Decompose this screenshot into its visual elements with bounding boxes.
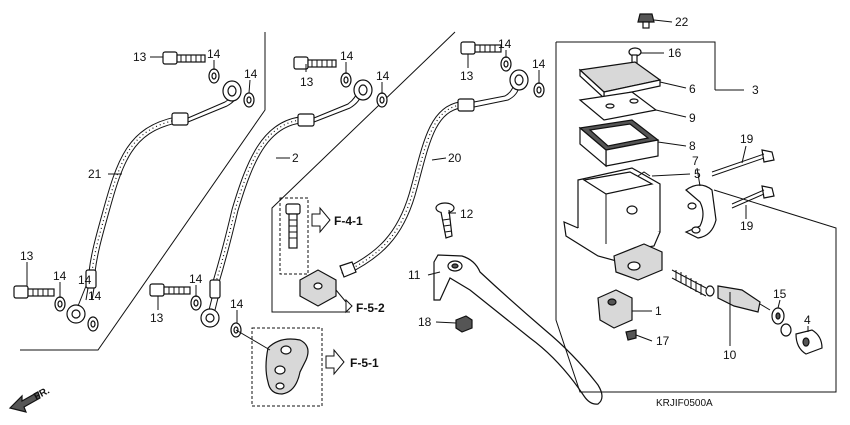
washer-14-j [533,82,545,98]
bolt-13-top-mid [293,56,337,70]
ref-label-f52: F-5-2 [356,301,385,315]
part-label: 14 [230,297,244,311]
nut-18 [455,315,473,333]
part-label: 5 [694,167,701,181]
holder-7 [684,184,717,239]
switch-1 [597,289,633,329]
clip-5 [637,171,651,177]
ref-arrow-f52 [345,298,353,314]
part-label: 10 [723,348,737,362]
washer-14-g [190,295,202,311]
brake-hose-2 [208,89,363,311]
part-label: 4 [804,313,811,327]
part-label: 11 [408,268,421,282]
reference-labels: F-4-1 F-5-2 F-5-1 [334,214,385,370]
washer-14-c [54,296,66,312]
part-label: 13 [150,311,164,325]
part-label: 3 [752,83,759,97]
bolt-13-top-right [460,41,502,55]
bolt-19-a [711,149,775,177]
part-label: 15 [773,287,787,301]
part-label: 14 [498,37,512,51]
boot-15 [771,307,792,337]
part-label: 13 [20,249,34,263]
part-label: 13 [460,69,474,83]
banjo-fitting-e [509,69,529,91]
master-cylinder-body [563,167,663,281]
part-label: 14 [244,67,258,81]
washer-14-d [87,316,99,332]
ref-arrow-f51 [325,348,345,376]
part-label: 19 [740,219,754,233]
part-label: 18 [418,315,432,329]
washer-14-e [340,72,352,88]
part-label: 14 [189,272,203,286]
part-label: 2 [292,151,299,165]
caliper-reference-box [235,327,323,407]
part-label: 8 [689,139,696,153]
part-label: 14 [78,273,92,287]
ref-label-f51: F-5-1 [350,356,379,370]
ref-label-f41: F-4-1 [334,214,363,228]
part-label: 14 [88,289,102,303]
part-label: 7 [692,154,699,168]
washer-14-b [243,92,255,108]
washer-14-i [500,56,512,72]
part-label: 20 [448,151,462,165]
bolt-13-top-left [162,51,206,65]
reservoir-cap-6 [578,61,662,100]
part-label: 12 [460,207,474,221]
front-direction-arrow [8,391,41,413]
part-number-labels: 13 14 14 21 13 14 14 14 13 14 14 2 13 14… [20,15,811,362]
part-label: 14 [53,269,67,283]
leader-lines [26,19,809,346]
ref-arrow-f41 [311,206,331,234]
brake-lever-11 [433,254,603,405]
part-label: 13 [300,75,314,89]
part-label: 19 [740,132,754,146]
screw-17 [625,329,637,341]
plate-9 [578,91,658,121]
part-label: 17 [656,334,670,348]
section-dividers [20,31,456,351]
screw-22 [637,13,655,29]
pushrod-4 [795,329,823,355]
diagram-code: KRJIF0500A [656,398,713,409]
part-label: 14 [207,47,221,61]
bolt-19-b [731,185,775,209]
washer-14-a [208,68,220,84]
part-label: 22 [675,15,689,29]
piston-set-10 [671,269,771,313]
diaphragm-8 [578,119,660,168]
part-label: 13 [133,50,147,64]
part-label: 21 [88,167,102,181]
pivot-bolt-12 [435,202,455,239]
banjo-fitting-a [222,80,242,102]
part-label: 6 [689,82,696,96]
part-label: 14 [340,49,354,63]
part-label: 16 [668,46,682,60]
hose-junction-box [279,197,347,307]
bolt-13-lower-mid [149,283,191,297]
bolt-13-lower-left [13,285,55,299]
brake-hose-21 [85,91,239,301]
master-cylinder-box [555,41,837,393]
part-label: 14 [376,69,390,83]
front-indicator-label: FR. [32,385,52,402]
part-label: 9 [689,111,696,125]
banjo-fitting-c [353,79,373,101]
brake-hose-20 [339,83,520,278]
washer-14-f [376,92,388,108]
part-label: 14 [532,57,546,71]
banjo-fitting-b [66,304,86,324]
banjo-fitting-d [200,308,220,328]
part-label: 1 [655,304,662,318]
